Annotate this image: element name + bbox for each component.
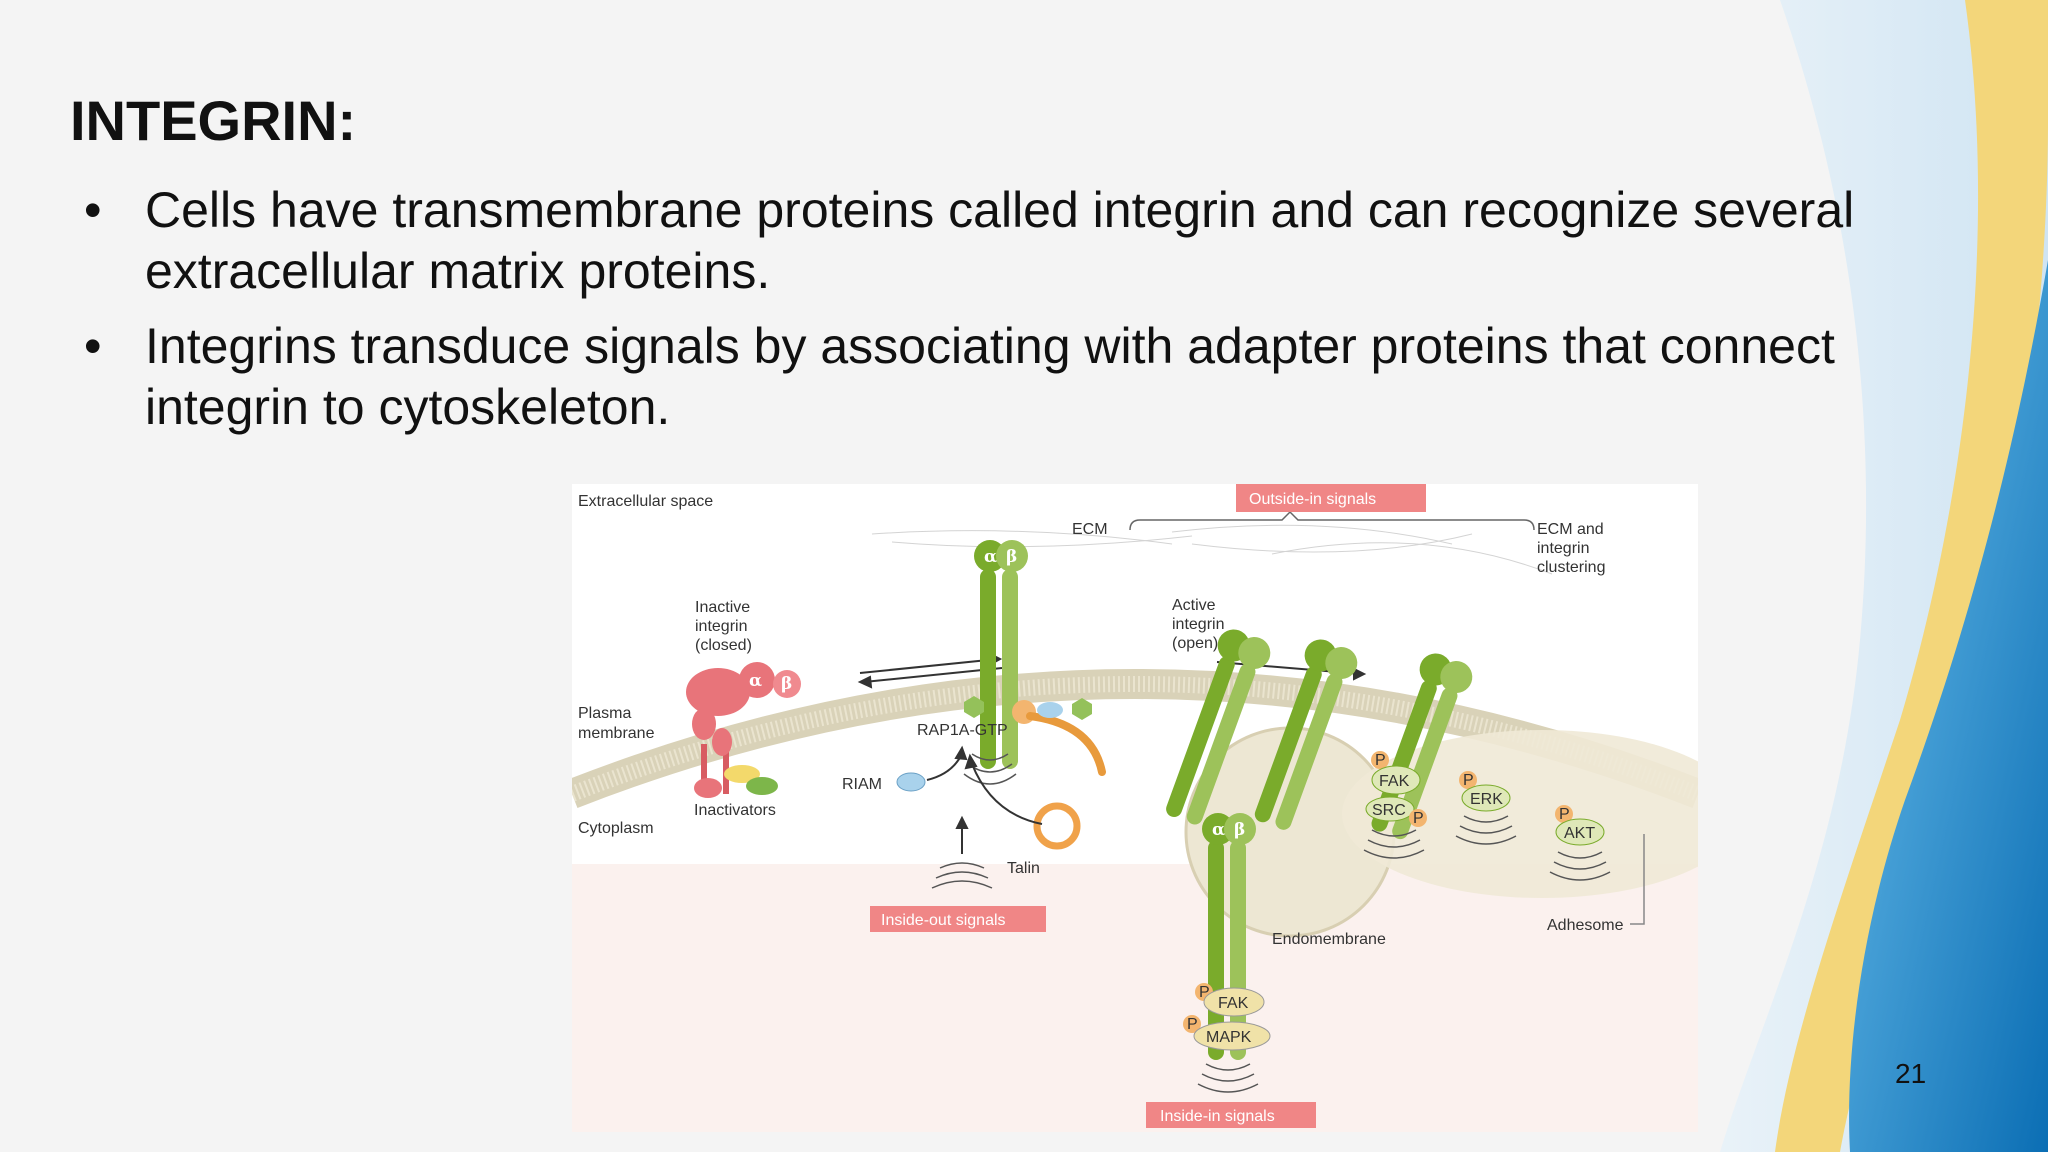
akt-label: AKT [1564, 825, 1595, 842]
label-ecm-clustering-2: integrin [1537, 540, 1589, 557]
bullet-marker: • [84, 318, 102, 374]
riam-shape [896, 772, 926, 792]
bullet-item: • Cells have transmembrane proteins call… [82, 180, 1922, 302]
label-ecm: ECM [1072, 521, 1108, 538]
label-ecm-clustering-3: clustering [1537, 559, 1605, 576]
bullet-marker: • [84, 182, 102, 238]
inside-in-waves [1197, 1063, 1259, 1093]
active-integrin: α β [974, 540, 1106, 776]
label-cytoplasm: Cytoplasm [578, 820, 654, 837]
label-plasma-membrane-2: membrane [578, 725, 655, 742]
adhesome-signal-waves [1363, 815, 1611, 881]
outside-in-signal-box [1236, 484, 1426, 512]
label-ecm-clustering-1: ECM and [1537, 521, 1604, 538]
label-extracellular-space: Extracellular space [578, 493, 713, 510]
src-phospho: P [1413, 810, 1424, 827]
blue-wave-shape [1849, 260, 2048, 1152]
ecm-bracket [1129, 510, 1535, 531]
cluster3-beta-label: β [1667, 641, 1678, 661]
bullet-list: • Cells have transmembrane proteins call… [82, 180, 1922, 452]
label-inactive-integrin-1: Inactive [695, 599, 750, 616]
label-outside-in-signals: Outside-in signals [1249, 491, 1376, 508]
endo-fak-label: FAK [1218, 995, 1249, 1012]
endo-fak-phospho: P [1199, 984, 1210, 1001]
label-rap1a: RAP1A-GTP [917, 722, 1008, 739]
inactive-beta-label: β [781, 674, 792, 694]
talin-shape [1033, 802, 1081, 850]
slide-title: INTEGRIN: [70, 89, 357, 152]
endo-beta-label: β [1234, 820, 1245, 840]
clustered-integrin-2 [1254, 639, 1358, 830]
label-inactive-integrin-3: (closed) [695, 637, 752, 654]
erk-phospho: P [1463, 772, 1474, 789]
label-inside-in-signals: Inside-in signals [1160, 1108, 1275, 1125]
label-active-integrin-1: Active [1172, 597, 1216, 614]
inside-out-waves [931, 862, 993, 889]
src-label: SRC [1372, 802, 1406, 819]
label-plasma-membrane-1: Plasma [578, 705, 631, 722]
cluster1-alpha-label: α [1446, 595, 1459, 615]
active-alpha-label: α [984, 547, 997, 567]
inactive-alpha-label: α [749, 671, 762, 691]
label-active-integrin-3: (open) [1172, 635, 1218, 652]
cluster2-alpha-label: α [1534, 605, 1547, 625]
label-endomembrane: Endomembrane [1272, 931, 1386, 948]
fak-label: FAK [1379, 773, 1410, 790]
label-inactivators: Inactivators [694, 802, 776, 819]
page-number: 21 [1895, 1058, 1927, 1089]
endo-alpha-label: α [1212, 820, 1225, 840]
bullet-text: Integrins transduce signals by associati… [145, 318, 1835, 435]
inactive-integrin: α β [686, 662, 801, 798]
inside-out-arrows [926, 745, 1043, 854]
label-inactive-integrin-2: integrin [695, 618, 747, 635]
endo-mapk-label: MAPK [1206, 1029, 1252, 1046]
endo-mapk-phospho: P [1187, 1016, 1198, 1033]
inside-in-signal-box [1146, 1102, 1316, 1128]
active-beta-label: β [1006, 547, 1017, 567]
bullet-text: Cells have transmembrane proteins called… [145, 182, 1855, 299]
erk-label: ERK [1470, 791, 1503, 808]
bullet-item: • Integrins transduce signals by associa… [82, 316, 1922, 438]
adhesome-complex: P FAK SRC P P ERK P AKT [1365, 751, 1605, 846]
adhesome-region [1342, 730, 1698, 898]
label-inside-out-signals: Inside-out signals [881, 912, 1006, 929]
yellow-wave-shape [1775, 0, 2048, 1152]
endo-signaling-complex: P FAK P MAPK [1183, 983, 1271, 1051]
cluster1-beta-label: β [1469, 597, 1480, 617]
label-riam: RIAM [842, 776, 882, 793]
cluster3-alpha-label: α [1644, 639, 1657, 659]
label-talin: Talin [1007, 860, 1040, 877]
rap1a-shape [964, 696, 984, 718]
ecm-fibers [871, 524, 1553, 575]
cluster2-beta-label: β [1557, 607, 1568, 627]
integrin-signaling-diagram: Extracellular space Plasma membrane Cyto… [572, 484, 1698, 1132]
adhesome-leader [1630, 834, 1645, 925]
clustered-integrin-1 [1166, 629, 1271, 825]
label-active-integrin-2: integrin [1172, 616, 1224, 633]
akt-phospho: P [1559, 806, 1570, 823]
label-adhesome: Adhesome [1547, 917, 1624, 934]
inside-out-signal-box [870, 906, 1046, 932]
fak-phospho: P [1375, 752, 1386, 769]
